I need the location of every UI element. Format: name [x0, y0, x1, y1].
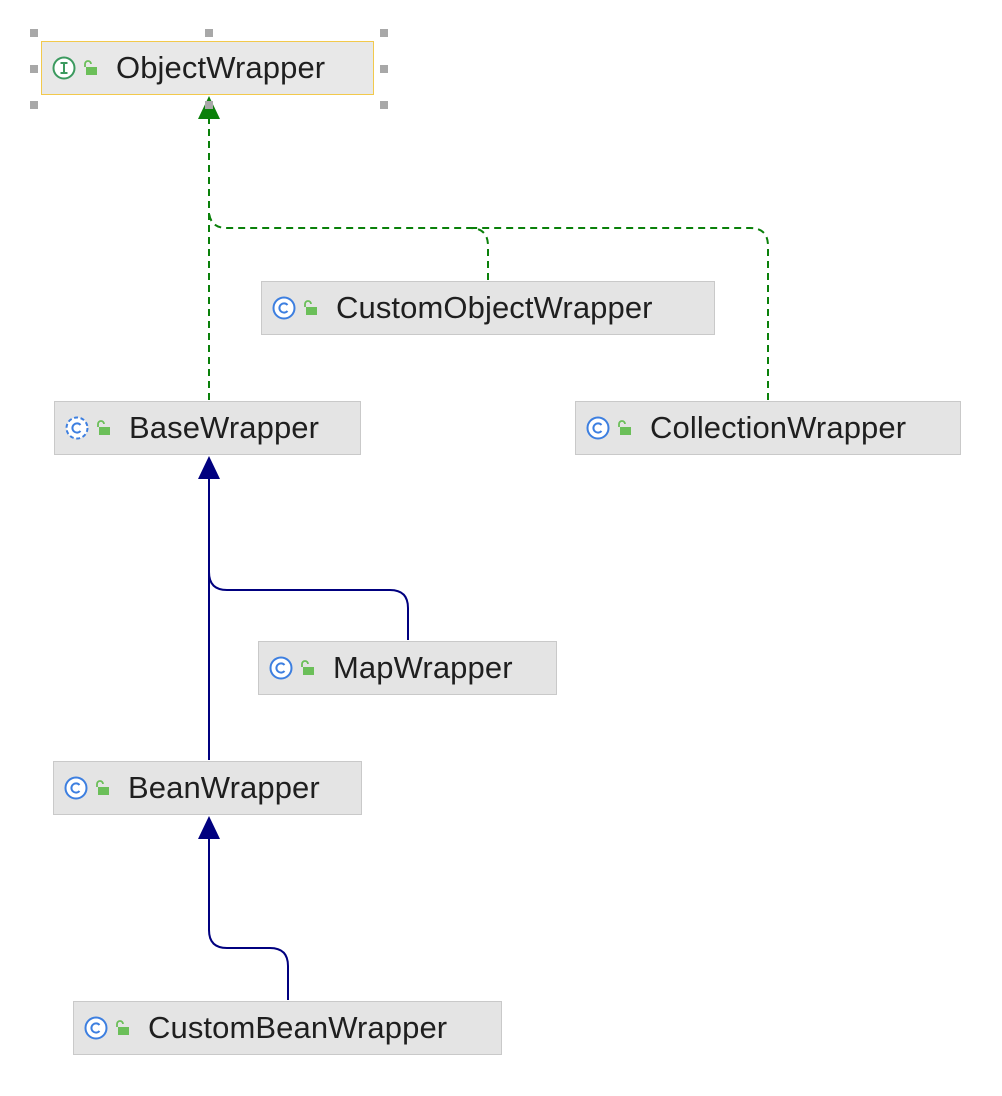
- public-lock-icon: [116, 1020, 129, 1035]
- selection-handle-se[interactable]: [380, 101, 388, 109]
- class-icon: [84, 1016, 108, 1040]
- edge-custom-bean-wrapper-extends-bean-wrapper: [208, 838, 289, 1000]
- edges: [198, 96, 769, 1000]
- selection-handle-n[interactable]: [205, 29, 213, 37]
- interface-icon: [52, 56, 76, 80]
- public-lock-icon: [96, 780, 109, 795]
- node-label: CollectionWrapper: [650, 410, 907, 445]
- node-custom-object-wrapper[interactable]: CustomObjectWrapper: [261, 281, 715, 335]
- node-base-wrapper[interactable]: BaseWrapper: [54, 401, 361, 455]
- node-custom-bean-wrapper[interactable]: CustomBeanWrapper: [73, 1001, 502, 1055]
- node-label: CustomObjectWrapper: [336, 290, 653, 325]
- public-lock-icon: [97, 420, 110, 435]
- selection-handle-sw[interactable]: [30, 101, 38, 109]
- selection-handle-s[interactable]: [205, 101, 213, 109]
- extends-arrowhead-bean-wrapper: [198, 816, 220, 839]
- node-label: MapWrapper: [333, 650, 513, 685]
- edge-collection-wrapper-implements-object-wrapper: [470, 227, 769, 400]
- node-label: CustomBeanWrapper: [148, 1010, 448, 1045]
- abstract-class-icon: [65, 416, 89, 440]
- public-lock-icon: [84, 60, 97, 75]
- edge-custom-object-wrapper-implements-object-wrapper: [208, 209, 489, 280]
- node-map-wrapper[interactable]: MapWrapper: [258, 641, 557, 695]
- public-lock-icon: [301, 660, 314, 675]
- selection-handle-nw[interactable]: [30, 29, 38, 37]
- selection-handle-e[interactable]: [380, 65, 388, 73]
- selection-handle-ne[interactable]: [380, 29, 388, 37]
- node-bean-wrapper[interactable]: BeanWrapper: [53, 761, 362, 815]
- class-icon: [64, 776, 88, 800]
- class-icon: [272, 296, 296, 320]
- extends-arrowhead-base-wrapper: [198, 456, 220, 479]
- node-label: ObjectWrapper: [116, 50, 326, 85]
- public-lock-icon: [304, 300, 317, 315]
- public-lock-icon: [618, 420, 631, 435]
- node-label: BaseWrapper: [129, 410, 320, 445]
- edge-map-wrapper-extends-base-wrapper: [208, 571, 409, 640]
- class-icon: [586, 416, 610, 440]
- node-label: BeanWrapper: [128, 770, 320, 805]
- selection-handle-w[interactable]: [30, 65, 38, 73]
- class-icon: [269, 656, 293, 680]
- node-collection-wrapper[interactable]: CollectionWrapper: [575, 401, 961, 455]
- node-object-wrapper[interactable]: ObjectWrapper: [41, 41, 374, 95]
